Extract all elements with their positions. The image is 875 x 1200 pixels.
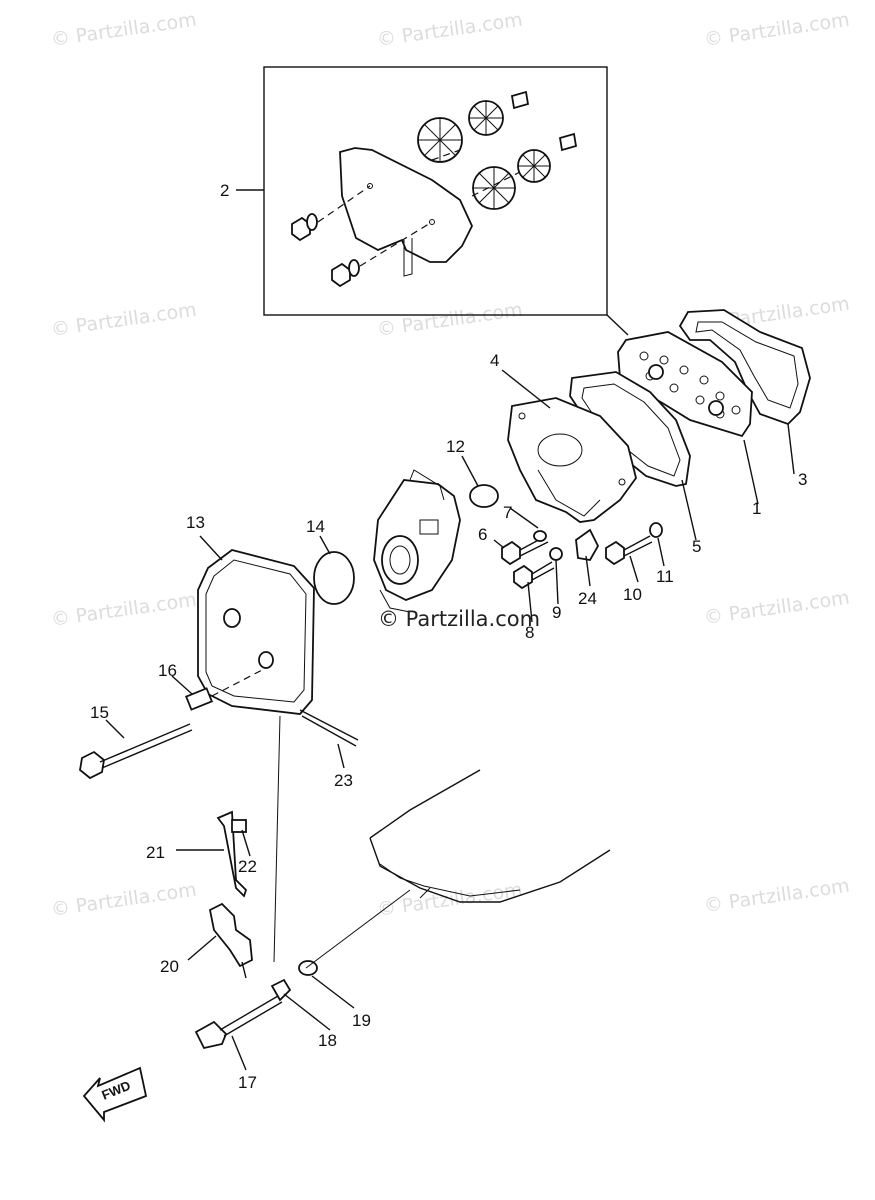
washer-19 xyxy=(298,960,318,976)
gasket-14 xyxy=(313,551,355,605)
watermark: © Partzilla.com xyxy=(703,587,851,629)
callout-18: 18 xyxy=(318,1031,337,1050)
callout-5: 5 xyxy=(692,537,701,556)
callout-17: 17 xyxy=(238,1073,257,1092)
bolt-10 xyxy=(605,535,653,566)
callout-13: 13 xyxy=(186,513,205,532)
reed-petal xyxy=(517,149,551,183)
nut-18 xyxy=(270,978,292,1002)
watermark: © Partzilla.com xyxy=(703,875,851,917)
callout-23: 23 xyxy=(334,771,353,790)
watermark: © Partzilla.com xyxy=(703,9,851,51)
callout-4: 4 xyxy=(490,351,499,370)
nut-icon xyxy=(291,216,311,242)
washer-9 xyxy=(549,547,563,561)
reed-valve-detail-box xyxy=(263,66,629,336)
watermark: © Partzilla.com xyxy=(50,299,198,341)
bolt-15 xyxy=(79,723,193,780)
o-ring-12 xyxy=(469,484,499,508)
washer-icon xyxy=(306,213,318,231)
callout-24: 24 xyxy=(578,589,597,608)
callout-20: 20 xyxy=(160,957,179,976)
nut-icon xyxy=(331,262,351,288)
collar-16 xyxy=(185,687,213,711)
washer-7 xyxy=(533,530,547,542)
washer-11 xyxy=(649,522,663,538)
silencer-cover-13 xyxy=(197,549,315,715)
callout-19: 19 xyxy=(352,1011,371,1030)
callout-9: 9 xyxy=(552,603,561,622)
callout-21: 21 xyxy=(146,843,165,862)
reed-petal xyxy=(468,100,504,136)
watermark: © Partzilla.com xyxy=(50,879,198,921)
callout-3: 3 xyxy=(798,470,807,489)
bolt-6 xyxy=(501,535,549,566)
callout-11: 11 xyxy=(656,567,674,586)
reed-petal xyxy=(472,166,516,210)
callout-10: 10 xyxy=(623,585,642,604)
callout-22: 22 xyxy=(238,857,257,876)
gasket-3 xyxy=(678,309,811,426)
washer-icon xyxy=(348,259,360,277)
watermark: © Partzilla.com xyxy=(376,9,524,51)
watermark: © Partzilla.com xyxy=(50,9,198,51)
callout-14: 14 xyxy=(306,517,325,536)
callout-7: 7 xyxy=(503,503,512,522)
callout-12: 12 xyxy=(446,437,465,456)
callout-2: 2 xyxy=(220,181,229,200)
reed-plate-1 xyxy=(617,331,753,438)
watermark: © Partzilla.com xyxy=(50,589,198,631)
carburetor xyxy=(373,469,461,613)
fwd-arrow-icon: FWD xyxy=(82,1066,148,1123)
screw-icon xyxy=(558,132,578,152)
callout-8: 8 xyxy=(525,623,534,642)
clamp-24 xyxy=(575,528,600,561)
clip-22 xyxy=(231,819,247,833)
reed-petal xyxy=(417,117,463,163)
bracket-20 xyxy=(208,902,253,968)
callout-6: 6 xyxy=(478,525,487,544)
watermark: © Partzilla.com xyxy=(376,879,524,921)
bolt-8 xyxy=(513,561,555,590)
intake-manifold-4 xyxy=(507,397,637,523)
callout-16: 16 xyxy=(158,661,177,680)
choke-knob-17 xyxy=(194,995,283,1050)
hull-outline xyxy=(305,769,611,969)
leader-lines xyxy=(105,189,795,1071)
pin-23 xyxy=(299,709,359,747)
callout-15: 15 xyxy=(90,703,109,722)
center-watermark: © Partzilla.com xyxy=(378,607,540,631)
screw-icon xyxy=(510,90,530,110)
callout-numbers: 1 2 3 4 5 6 7 8 9 10 11 12 13 14 15 16 1… xyxy=(90,181,807,1092)
callout-1: 1 xyxy=(752,499,761,518)
watermark: © Partzilla.com xyxy=(376,299,524,341)
